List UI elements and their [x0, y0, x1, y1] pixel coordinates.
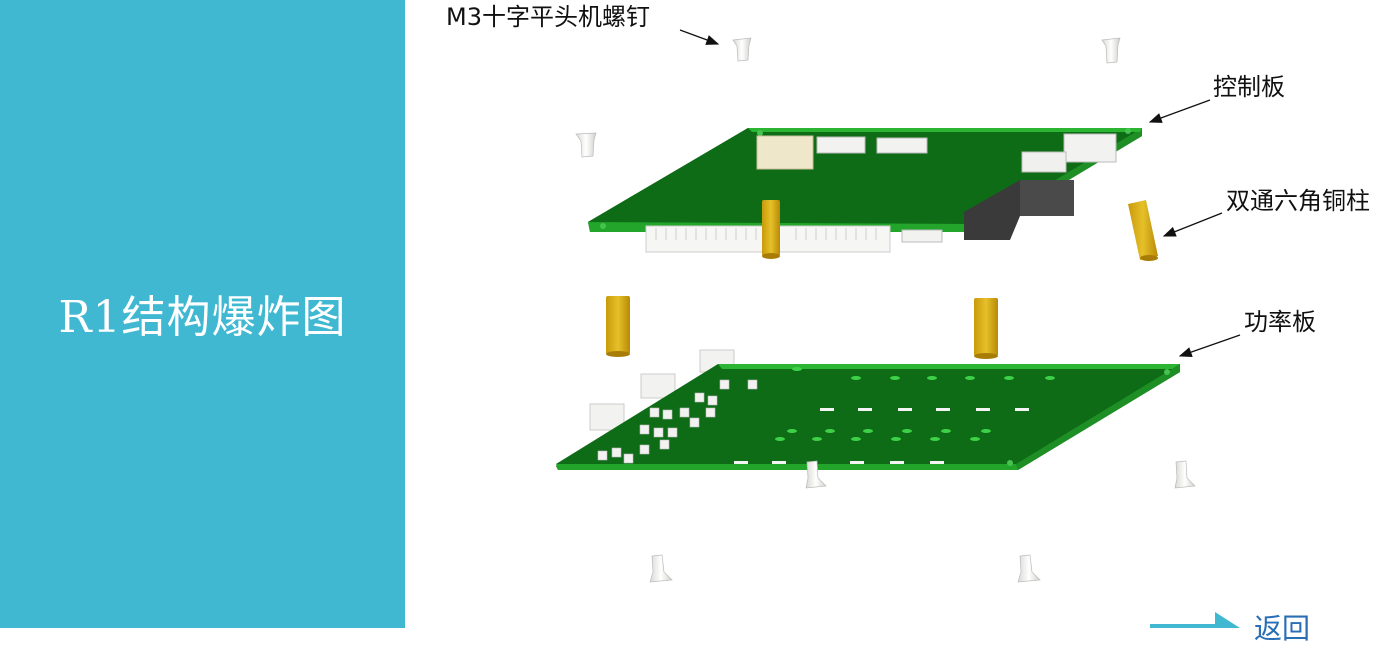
- standoff-icon: [974, 298, 998, 359]
- leader-power-board: [1178, 334, 1241, 358]
- return-link[interactable]: 返回: [1254, 612, 1311, 645]
- screw-icon: [649, 554, 673, 583]
- control-board-icon: [588, 128, 1142, 253]
- standoff-icon: [606, 296, 630, 357]
- screw-icon: [805, 460, 827, 489]
- leader-standoff: [1162, 212, 1223, 237]
- power-board-icon: [556, 349, 1180, 470]
- exploded-diagram: [556, 29, 1241, 628]
- screw-icon: [1101, 37, 1121, 64]
- label-standoff: 双通六角铜柱: [1226, 187, 1370, 215]
- title-panel: R1结构爆炸图: [0, 0, 405, 628]
- label-power-board: 功率板: [1244, 308, 1316, 336]
- label-control-board: 控制板: [1213, 73, 1285, 101]
- label-screw: M3十字平头机螺钉: [446, 3, 650, 31]
- screw-icon: [1017, 554, 1041, 583]
- slide-title: R1结构爆炸图: [58, 292, 347, 343]
- return-arrow-icon: [1150, 612, 1240, 628]
- screw-icon: [575, 132, 597, 158]
- screw-icon: [1174, 460, 1196, 489]
- screw-icon: [732, 37, 752, 62]
- standoff-icon: [762, 200, 780, 259]
- standoff-icon: [1128, 200, 1158, 261]
- leader-control-board: [1148, 99, 1211, 123]
- leader-screw: [679, 29, 720, 45]
